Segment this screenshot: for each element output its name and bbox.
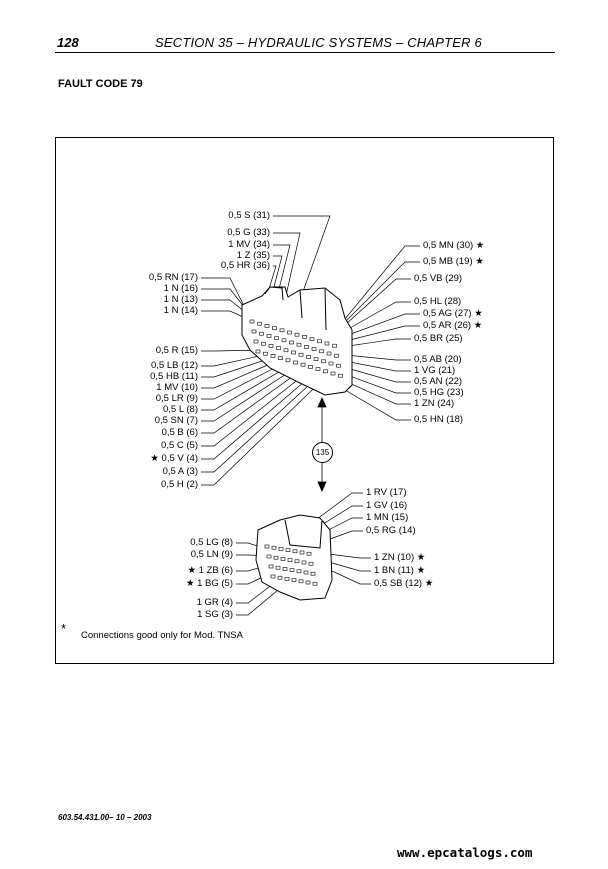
wire-label: 0,5 VB (29) <box>414 273 463 284</box>
wire-label: 1 SG (3) <box>197 609 233 620</box>
wire-label: 1 GR (4) <box>196 597 233 608</box>
wire-label: 0,5 C (5) <box>161 440 198 451</box>
fault-code-title: FAULT CODE 79 <box>58 78 143 90</box>
wire-label: 0,5 A (3) <box>162 466 198 477</box>
watermark-link[interactable]: www.epcatalogs.com <box>397 845 533 860</box>
wire-label: 1 VG (21) <box>414 365 456 376</box>
wire-label: 1 GV (16) <box>366 500 408 511</box>
wire-label: 0,5 AN (22) <box>414 376 463 387</box>
wire-label: 0,5 AR (26) ★ <box>423 320 483 331</box>
wire-label: 1 MV (34) <box>228 239 270 250</box>
wire-label: 1 ZN (24) <box>414 398 455 409</box>
wire-label: 0,5 HL (28) <box>414 296 462 307</box>
note-asterisk: * <box>61 621 67 636</box>
wire-label: 0,5 AG (27) ★ <box>423 308 483 319</box>
wire-label: 0,5 S (31) <box>228 210 270 221</box>
wire-label: 0,5 SB (12) ★ <box>374 578 434 589</box>
wire-label: ★ 1 BG (5) <box>185 578 233 589</box>
wire-label: 1 Z (35) <box>236 250 270 261</box>
small-connector-drawing <box>255 514 333 601</box>
wire-label: 1 BN (11) ★ <box>374 565 426 576</box>
note-text: Connections good only for Mod. TNSA <box>81 630 243 641</box>
wire-label: 1 RV (17) <box>366 487 407 498</box>
wire-label: 0,5 HG (23) <box>414 387 464 398</box>
wire-label: 0,5 LR (9) <box>155 393 198 404</box>
wire-label: 1 MN (15) <box>366 512 409 523</box>
wire-label: 0,5 MN (30) ★ <box>423 240 485 251</box>
wire-label: 0,5 H (2) <box>161 479 198 490</box>
wire-label: 0,5 HB (11) <box>150 371 198 382</box>
wire-label: 0,5 MB (19) ★ <box>423 256 484 267</box>
wire-label: ★ 0,5 V (4) <box>150 453 198 464</box>
wire-label: 0,5 HR (36) <box>220 260 270 271</box>
wire-label: 1 N (16) <box>163 283 198 294</box>
page-number: 128 <box>57 35 79 50</box>
wire-label: 1 N (13) <box>163 294 198 305</box>
wire-label: 0,5 AB (20) <box>414 354 462 365</box>
main-connector-drawing <box>241 286 353 396</box>
wire-label: ★ 1 ZB (6) <box>187 565 233 576</box>
connection-reference-badge: 135 <box>312 442 333 463</box>
wire-label: 0,5 R (15) <box>155 345 198 356</box>
wire-label: 0,5 LG (8) <box>190 537 233 548</box>
document-code: 603.54.431.00– 10 – 2003 <box>58 813 152 822</box>
wire-label: 0,5 G (33) <box>227 227 270 238</box>
wire-label: 0,5 HN (18) <box>414 414 464 425</box>
wire-label: 0,5 LN (9) <box>190 549 233 560</box>
diagram-frame <box>55 137 554 664</box>
wire-label: 1 MV (10) <box>156 382 198 393</box>
section-title: SECTION 35 – HYDRAULIC SYSTEMS – CHAPTER… <box>155 35 482 50</box>
wire-label: 1 N (14) <box>163 305 198 316</box>
wire-label: 0,5 RN (17) <box>148 272 198 283</box>
wire-label: 0,5 L (8) <box>162 404 198 415</box>
wire-label: 0,5 SN (7) <box>154 415 198 426</box>
wire-label: 0,5 LB (12) <box>151 360 198 371</box>
header-divider <box>55 52 555 53</box>
wire-label: 0,5 B (6) <box>161 427 198 438</box>
wire-label: 0,5 RG (14) <box>366 525 416 536</box>
wire-label: 0,5 BR (25) <box>414 333 463 344</box>
wire-label: 1 ZN (10) ★ <box>374 552 426 563</box>
